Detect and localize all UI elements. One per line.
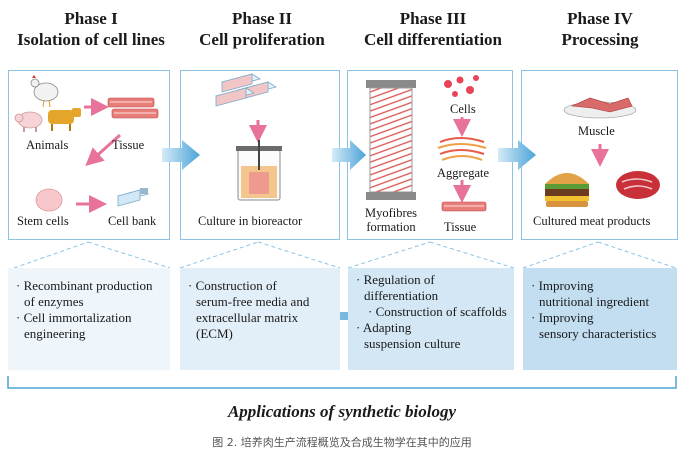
app3-item-1: · Regulation of [356, 272, 435, 287]
app1-item-2: of enzymes [24, 294, 84, 309]
burger-icon [545, 173, 589, 207]
arrow-tissue-stem [85, 133, 121, 166]
label-culture-bioreactor: Culture in bioreactor [198, 214, 303, 228]
app3-item-5: suspension culture [364, 336, 461, 351]
phase-3-name: Cell differentiation [363, 30, 503, 49]
tissue-iii-icon [441, 201, 487, 212]
phase-1-name: Isolation of cell lines [17, 30, 165, 49]
label-tissue: Tissue [112, 138, 145, 152]
chicken-icon [30, 75, 59, 108]
phase-4-name: Processing [561, 30, 639, 49]
cow-icon [48, 108, 81, 131]
application-box-2: · Construction of serum-free media and e… [180, 268, 340, 370]
application-box-4: · Improving nutritional ingredient · Imp… [523, 268, 677, 370]
pig-icon [14, 111, 43, 132]
phase-2-title: Phase II Cell proliferation [177, 8, 347, 50]
phase-3-label: Phase III [399, 9, 467, 28]
muscle-dish-icon [563, 97, 637, 119]
label-muscle: Muscle [578, 124, 615, 138]
label-myofibres-line2: formation [366, 220, 416, 234]
application-box-3: · Regulation of differentiation · Constr… [348, 268, 514, 370]
phase-2-name: Cell proliferation [199, 30, 325, 49]
app4-item-3: · Improving [531, 310, 594, 325]
applications-bracket [7, 376, 677, 389]
application-box-1: · Recombinant production of enzymes · Ce… [8, 268, 170, 370]
app2-item-4: (ECM) [196, 326, 233, 341]
cells-icon [444, 75, 479, 97]
culture-flasks-icon [215, 73, 277, 107]
phase-4-title: Phase IV Processing [515, 8, 684, 50]
arrow-phase1-phase2 [162, 140, 200, 170]
label-aggregate: Aggregate [437, 166, 490, 180]
arrow-phase3-phase4 [498, 140, 536, 170]
app3-item-2: differentiation [364, 288, 439, 303]
label-myofibres: Myofibres formation [356, 206, 426, 234]
app4-item-2: nutritional ingredient [539, 294, 650, 309]
app3-item-3: · Construction of scaffolds [368, 304, 507, 319]
double-arrow-boxes [316, 306, 366, 326]
app4-item-1: · Improving [531, 278, 594, 293]
app4-item-4: sensory characteristics [539, 326, 657, 341]
label-animals: Animals [26, 138, 69, 152]
phase-4-label: Phase IV [567, 9, 633, 28]
arrow-phase2-phase3 [332, 140, 366, 170]
label-cultured-meat: Cultured meat products [533, 214, 651, 228]
label-cell-bank: Cell bank [108, 214, 157, 228]
cell-bank-flask-icon [116, 188, 150, 207]
label-tissue-iii: Tissue [444, 220, 477, 234]
app1-item-4: engineering [24, 326, 86, 341]
steak-icon [616, 171, 660, 199]
applications-title: Applications of synthetic biology [227, 402, 457, 421]
phase-3-title: Phase III Cell differentiation [348, 8, 518, 50]
label-stem-cells: Stem cells [17, 214, 69, 228]
figure-caption: 图 2. 培养肉生产流程概览及合成生物学在其中的应用 [212, 436, 472, 449]
myofibre-column-icon [366, 80, 416, 200]
app1-item-3: · Cell immortalization [16, 310, 132, 325]
tissue-icon [107, 97, 159, 119]
app1-item-1: · Recombinant production [16, 278, 153, 293]
aggregate-icon [437, 137, 487, 161]
phase-2-label: Phase II [232, 9, 292, 28]
app2-item-2: serum-free media and [196, 294, 310, 309]
label-myofibres-line1: Myofibres [364, 206, 418, 220]
phase-1-title: Phase I Isolation of cell lines [6, 8, 176, 50]
bioreactor-icon [236, 140, 282, 201]
app2-item-3: extracellular matrix [196, 310, 299, 325]
phase-1-label: Phase I [64, 9, 118, 28]
app3-item-4: · Adapting [356, 320, 412, 335]
stem-cell-icon [35, 188, 63, 212]
app2-item-1: · Construction of [188, 278, 277, 293]
label-cells: Cells [450, 102, 476, 116]
